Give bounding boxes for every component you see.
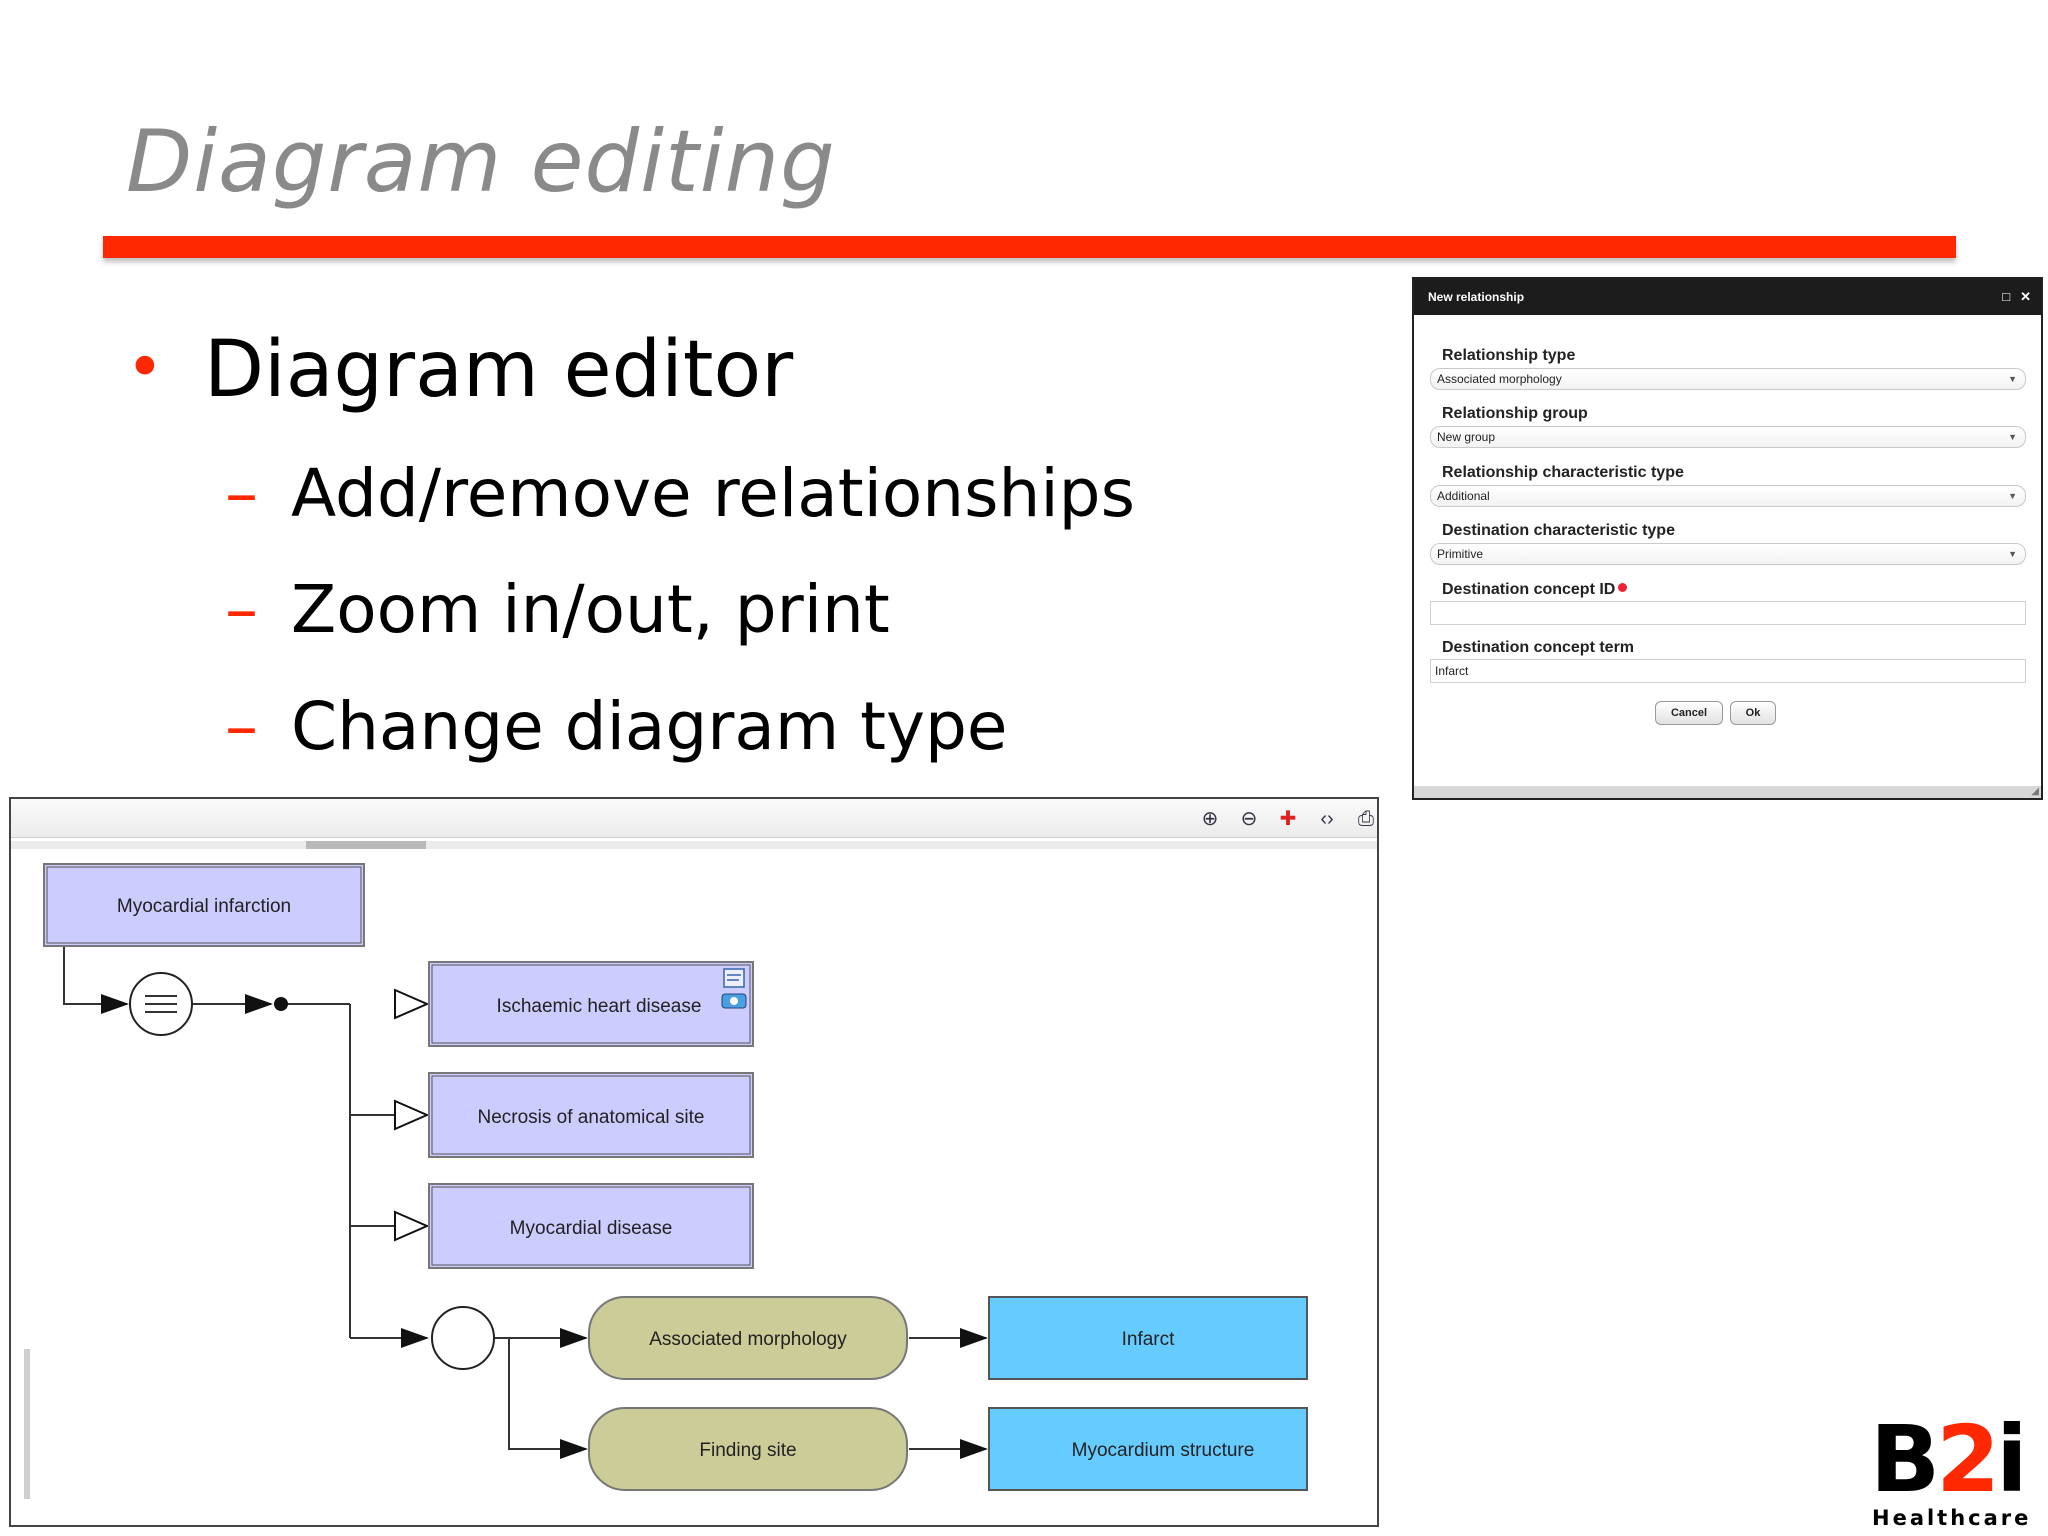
relationship-group-label: Relationship group (1442, 405, 1588, 422)
cancel-button[interactable]: Cancel (1655, 701, 1723, 725)
maximize-icon[interactable]: □ (2002, 289, 2011, 304)
value-node-myocardium-structure[interactable]: Myocardium structure (988, 1407, 1308, 1491)
logo-mark: B2i (1870, 1406, 2028, 1513)
relationship-group-value: New group (1437, 430, 1496, 444)
definition-status-icon[interactable] (129, 972, 193, 1036)
b2i-healthcare-logo: B2i Healthcare (1862, 1406, 2028, 1531)
edit-concept-icon[interactable] (723, 968, 745, 988)
attribute-group-icon[interactable] (431, 1306, 495, 1370)
relationship-group-select[interactable]: New group ▼ (1430, 426, 2026, 448)
required-icon (1618, 583, 1628, 593)
bullet-dot: • (126, 331, 164, 405)
is-a-arrow-icon (394, 988, 430, 1020)
relationship-characteristic-type-value: Additional (1437, 489, 1490, 503)
sub-bullet-text: Zoom in/out, print (291, 571, 890, 648)
destination-concept-id-input[interactable] (1430, 601, 2026, 625)
diagram-toolbar: ⊕ ⊖ ✚ ‹› ⎙ (11, 799, 1377, 838)
change-diagram-type-icon[interactable]: ✚ (1279, 808, 1297, 830)
value-node-infarct[interactable]: Infarct (988, 1296, 1308, 1380)
dropdown-arrow-icon: ▼ (2008, 374, 2017, 384)
attribute-node-associated-morphology[interactable]: Associated morphology (588, 1296, 908, 1380)
connector-line (508, 1338, 588, 1459)
concept-label: Ischaemic heart disease (497, 996, 702, 1017)
title-divider (103, 236, 1956, 258)
horizontal-scrollbar[interactable] (11, 841, 1377, 849)
relationship-type-value: Associated morphology (1437, 372, 1562, 386)
is-a-arrow-icon (394, 1210, 430, 1242)
logo-tagline: Healthcare (1872, 1506, 2032, 1530)
concept-node-myocardial-disease[interactable]: Myocardial disease (428, 1183, 754, 1269)
dialog-title: New relationship (1428, 290, 1525, 304)
relationship-characteristic-type-label: Relationship characteristic type (1442, 464, 1684, 481)
concept-node-ischaemic-heart-disease[interactable]: Ischaemic heart disease (428, 961, 754, 1047)
sub-bullet-zoom: –Zoom in/out, print (225, 571, 890, 648)
ok-button[interactable]: Ok (1730, 701, 1776, 725)
vertical-scroll-thumb[interactable] (24, 1349, 30, 1499)
destination-concept-term-input[interactable]: Infarct (1430, 659, 2026, 683)
dialog-header: New relationship □ ✕ (1414, 279, 2041, 315)
concept-node-necrosis-of-anatomical-site[interactable]: Necrosis of anatomical site (428, 1072, 754, 1158)
sub-bullet-diagram-type: –Change diagram type (225, 688, 1008, 765)
relationship-type-label: Relationship type (1442, 347, 1576, 364)
relationship-characteristic-type-select[interactable]: Additional ▼ (1430, 485, 2026, 507)
destination-characteristic-type-select[interactable]: Primitive ▼ (1430, 543, 2026, 565)
horizontal-scroll-thumb[interactable] (306, 841, 426, 849)
sub-bullet-dash: – (225, 688, 258, 765)
zoom-out-icon[interactable]: ⊖ (1240, 808, 1258, 830)
slide-title: Diagram editing (126, 112, 836, 212)
destination-concept-term-label: Destination concept term (1442, 639, 1635, 656)
concept-label: Necrosis of anatomical site (477, 1107, 704, 1128)
conjunction-dot-icon (274, 997, 288, 1011)
concept-label: Myocardial disease (510, 1218, 673, 1239)
attribute-label: Associated morphology (649, 1329, 847, 1350)
sub-bullet-dash: – (225, 571, 258, 648)
sub-bullet-text: Change diagram type (291, 688, 1008, 765)
destination-concept-id-label-text: Destination concept ID (1442, 581, 1616, 598)
new-relationship-dialog: New relationship □ ✕ Relationship type A… (1412, 277, 2043, 800)
toggle-view-icon[interactable] (721, 993, 747, 1009)
print-icon[interactable]: ⎙ (1358, 808, 1374, 830)
value-label: Myocardium structure (1072, 1440, 1255, 1461)
code-toggle-icon[interactable]: ‹› (1320, 808, 1334, 830)
destination-concept-id-label: Destination concept ID (1442, 581, 1628, 599)
dropdown-arrow-icon: ▼ (2008, 491, 2017, 501)
relationship-type-select[interactable]: Associated morphology ▼ (1430, 368, 2026, 390)
sub-bullet-relationships: –Add/remove relationships (225, 455, 1135, 532)
resize-grip-icon[interactable]: ◢ (2031, 786, 2039, 797)
dialog-footer (1414, 786, 2041, 798)
zoom-in-icon[interactable]: ⊕ (1201, 808, 1219, 830)
concept-node-myocardial-infarction[interactable]: Myocardial infarction (43, 863, 365, 947)
sub-bullet-text: Add/remove relationships (291, 455, 1135, 532)
connector-line (63, 944, 129, 1014)
close-icon[interactable]: ✕ (2020, 289, 2031, 304)
destination-characteristic-type-label: Destination characteristic type (1442, 522, 1675, 539)
bullet-text: Diagram editor (204, 325, 794, 415)
sub-bullet-dash: – (225, 455, 258, 532)
bullet-diagram-editor: • Diagram editor (126, 325, 793, 415)
concept-label: Myocardial infarction (117, 896, 291, 917)
attribute-label: Finding site (699, 1440, 796, 1461)
diagram-canvas: Myocardial infarction Ischaemic heart di… (43, 863, 1308, 1491)
dropdown-arrow-icon: ▼ (2008, 432, 2017, 442)
diagram-editor-panel: ⊕ ⊖ ✚ ‹› ⎙ (9, 797, 1379, 1527)
is-a-arrow-icon (394, 1099, 430, 1131)
value-label: Infarct (1122, 1329, 1176, 1350)
attribute-node-finding-site[interactable]: Finding site (588, 1407, 908, 1491)
dropdown-arrow-icon: ▼ (2008, 549, 2017, 559)
destination-characteristic-type-value: Primitive (1437, 547, 1484, 561)
